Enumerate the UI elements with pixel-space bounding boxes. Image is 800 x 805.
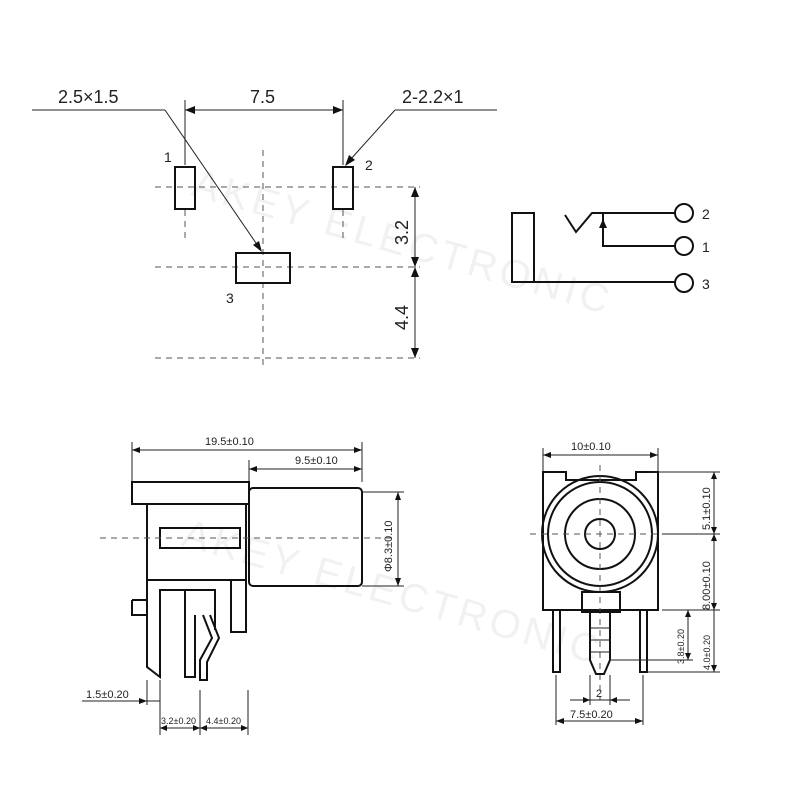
arrow — [200, 725, 207, 731]
front-pin-right — [639, 610, 648, 673]
arrow-up-2 — [411, 267, 419, 277]
front-view: 10±0.10 5.1±0.10 8.00±0.10 3.8±0.20 — [530, 441, 720, 725]
arrow — [635, 718, 643, 724]
dim-offset-3.2: 3.2 — [392, 220, 412, 245]
dim-pin-offset: 1.5±0.20 — [86, 689, 129, 701]
terminal-1-label: 1 — [702, 239, 710, 255]
pin-2-label: 2 — [365, 157, 373, 173]
dim-spacing: 7.5 — [250, 87, 275, 107]
contact-2-line — [564, 212, 675, 234]
pad-3 — [235, 252, 291, 284]
pcb-footprint: 1 2 3 7.5 2.5×1.5 2-2.2×1 3.2 4.4 — [32, 87, 497, 370]
terminal-2 — [674, 203, 694, 223]
terminal-3 — [674, 273, 694, 293]
arrow — [395, 492, 401, 500]
arrow-up-1 — [411, 187, 419, 197]
leg-bent — [199, 614, 221, 681]
leg-rear — [230, 579, 247, 633]
terminal-3-label: 3 — [702, 276, 710, 292]
arrow — [354, 466, 362, 472]
arrow — [650, 452, 658, 458]
terminal-1 — [674, 236, 694, 256]
leader-pad2-arrow — [345, 155, 355, 166]
arrow — [354, 447, 362, 453]
tab-stub — [131, 599, 147, 616]
arrow — [610, 697, 617, 703]
arrow — [711, 665, 717, 672]
dim-front: 9.5±0.10 — [295, 455, 338, 467]
contact-1-arrow — [599, 219, 607, 228]
arrow — [160, 725, 167, 731]
arrow — [711, 472, 717, 479]
arrow — [241, 725, 248, 731]
dim-pin-span: 7.5±0.20 — [570, 709, 613, 721]
housing-body — [146, 504, 247, 581]
arrow-left — [185, 106, 195, 114]
arrow — [685, 610, 691, 617]
dim-top-height: 5.1±0.10 — [701, 487, 713, 530]
arrow — [711, 603, 717, 610]
dim-pitch-b: 4.4±0.20 — [206, 716, 241, 726]
dim-width: 10±0.10 — [571, 441, 611, 453]
dim-center-height: 8.00±0.10 — [701, 561, 713, 610]
arrow — [711, 534, 717, 541]
pad-2 — [332, 166, 354, 210]
dim-offset-4.4: 4.4 — [392, 305, 412, 330]
arrow-down-2 — [411, 348, 419, 358]
pin-1-label: 1 — [164, 149, 172, 165]
arrow-down-1 — [411, 257, 419, 267]
dim-pin-b: 4.0±0.20 — [702, 635, 712, 670]
side-view: 19.5±0.10 9.5±0.10 Φ8.3±0.10 1.5± — [82, 436, 404, 735]
leg-mid — [184, 590, 196, 678]
pin-base — [581, 591, 621, 613]
dim-pin-a: 3.8±0.20 — [676, 629, 686, 664]
arrow — [193, 725, 200, 731]
leader-pad2 — [349, 109, 396, 161]
arrow — [249, 466, 257, 472]
dim-pin-width: 2 — [596, 688, 602, 700]
pad-1 — [174, 166, 196, 210]
leader-pad3-arrow — [253, 241, 262, 252]
arrow — [543, 452, 551, 458]
terminal-2-label: 2 — [702, 206, 710, 222]
dim-pad-3-size: 2.5×1.5 — [58, 87, 119, 107]
arrow — [583, 697, 590, 703]
dim-length: 19.5±0.10 — [205, 436, 254, 448]
front-pin-left — [552, 610, 561, 673]
jack-schematic: 2 1 3 — [511, 203, 710, 293]
leader-pad3 — [164, 109, 259, 247]
arrow — [139, 698, 147, 704]
arrow — [556, 718, 564, 724]
housing-top — [131, 481, 250, 505]
arrow — [711, 527, 717, 534]
leg-front — [146, 580, 216, 680]
arrow-right — [333, 106, 343, 114]
arrow — [132, 447, 140, 453]
dim-pitch-a: 3.2±0.20 — [161, 716, 196, 726]
center-pin-grooves — [590, 627, 610, 653]
dim-diameter: Φ8.3±0.10 — [383, 520, 395, 572]
pin-3-label: 3 — [226, 290, 234, 306]
arrow — [685, 653, 691, 660]
dim-pad-1-2-size: 2-2.2×1 — [402, 87, 464, 107]
barrel — [248, 487, 363, 587]
arrow — [395, 578, 401, 586]
contact-1-line — [602, 213, 675, 247]
